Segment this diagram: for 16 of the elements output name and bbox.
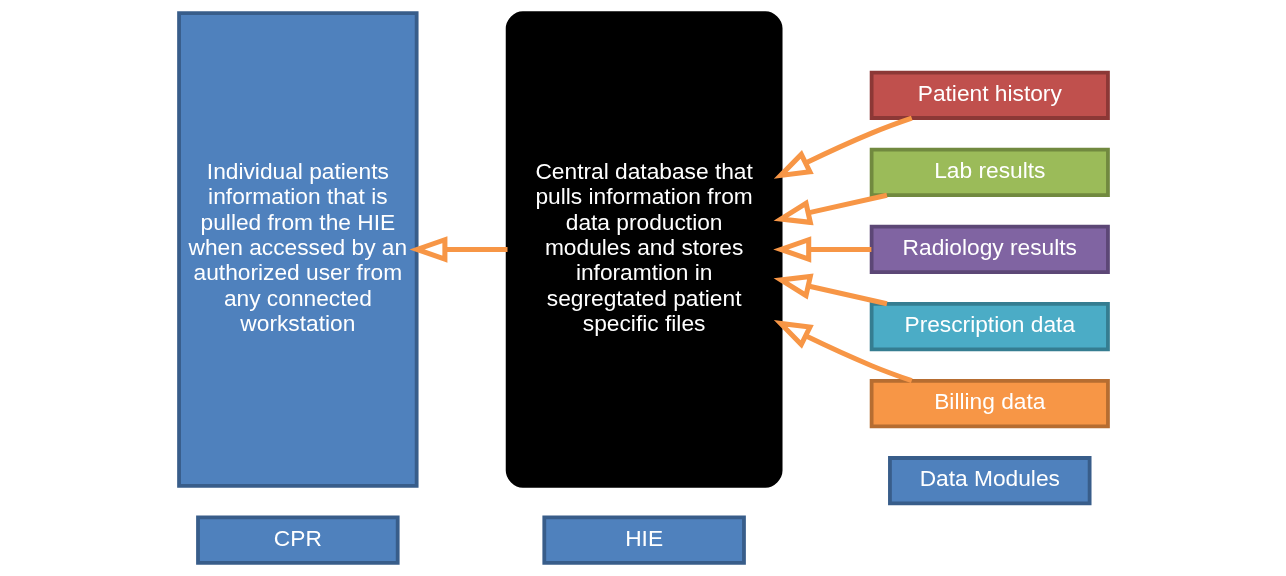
arrow <box>773 192 887 226</box>
node-box: Individual patients information that is pulled from the HIE when accessed by an authorized user from any connected workstation <box>176 11 419 488</box>
arrow <box>773 115 913 179</box>
arrow <box>408 236 507 263</box>
node-box: Central database that pulls information from data production modules and stores inforamtion in segregtated patient specific files <box>505 11 782 488</box>
arrow <box>772 236 871 263</box>
node-box: Data Modules <box>887 456 1091 506</box>
node-box: CPR <box>195 515 400 565</box>
node-box: HIE <box>541 515 746 565</box>
node-box: Patient history <box>869 70 1110 120</box>
arrow <box>773 273 887 307</box>
arrow <box>773 320 913 384</box>
node-box: Prescription data <box>869 301 1110 352</box>
node-box: Radiology results <box>869 224 1110 275</box>
node-box: Lab results <box>869 147 1110 197</box>
node-box: Billing data <box>869 379 1110 429</box>
